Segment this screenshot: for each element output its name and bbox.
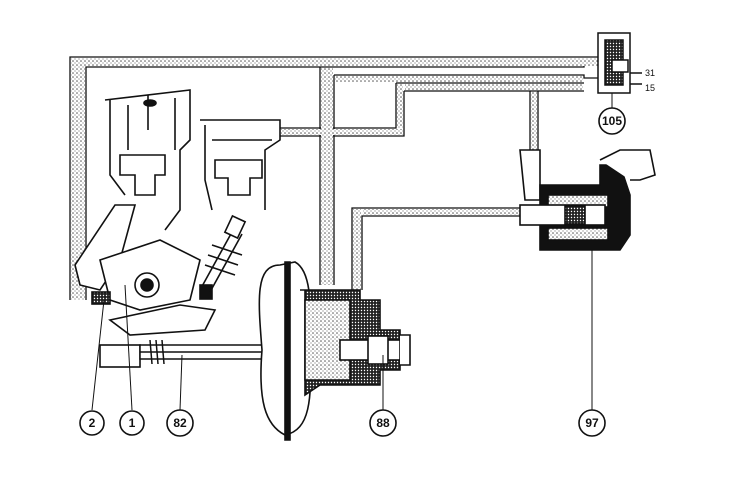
terminal-labels: 31 15 (645, 68, 655, 93)
callout-82: 82 (166, 409, 194, 437)
callout-105: 105 (598, 107, 626, 135)
vacuum-diaphragm-unit (258, 261, 411, 441)
callout-97: 97 (578, 409, 606, 437)
terminal-15-label: 15 (645, 83, 655, 93)
callout-1-label: 1 (129, 416, 136, 430)
callout-1: 1 (119, 410, 145, 436)
carburetor (104, 89, 281, 231)
vacuum-switch (597, 32, 642, 94)
callout-2-label: 2 (89, 416, 96, 430)
callout-97-label: 97 (585, 416, 599, 430)
callout-88: 88 (369, 409, 397, 437)
callout-82-label: 82 (173, 416, 187, 430)
throttle-linkage (74, 204, 247, 368)
pipe-fill (71, 58, 599, 300)
callout-88-label: 88 (376, 416, 390, 430)
callout-105-label: 105 (602, 114, 622, 128)
terminal-31-label: 31 (645, 68, 655, 78)
callout-2: 2 (79, 410, 105, 436)
solenoid-valve (519, 149, 656, 251)
leader-lines (91, 93, 613, 411)
callouts: 2 1 82 88 97 105 (79, 107, 626, 437)
